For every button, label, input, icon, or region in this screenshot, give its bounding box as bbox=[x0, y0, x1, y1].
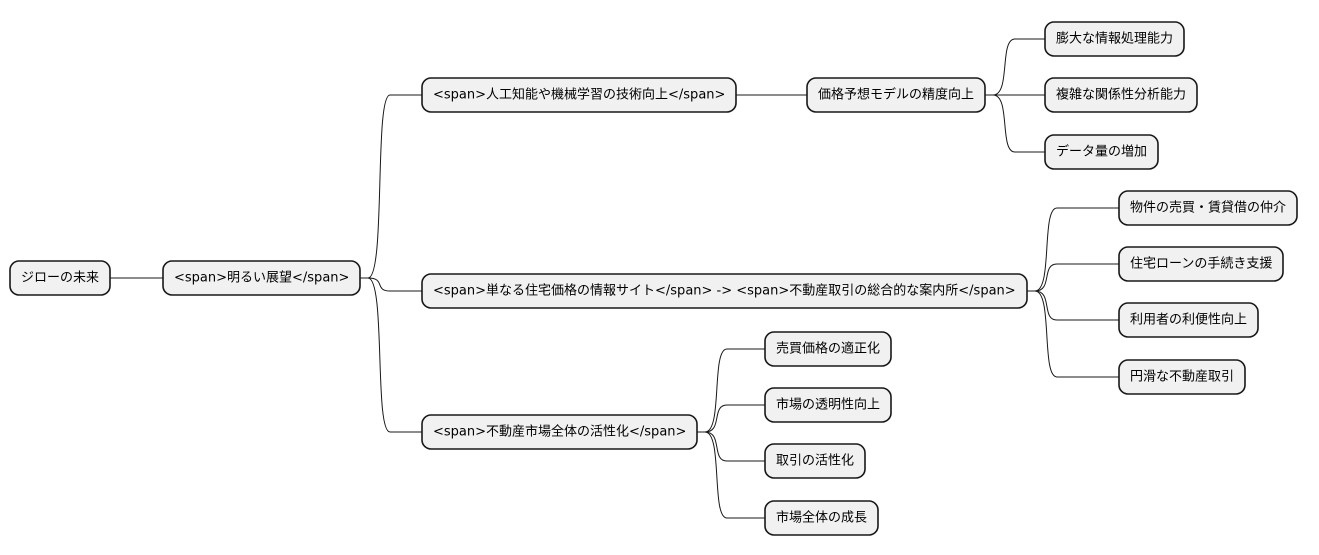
node-box-brokerage bbox=[1118, 190, 1298, 226]
node-label-pricing: 売買価格の適正化 bbox=[776, 341, 880, 357]
node-box-activation bbox=[764, 443, 866, 479]
node-label-data: データ量の増加 bbox=[1056, 144, 1147, 160]
node-box-portal bbox=[421, 273, 1028, 309]
node-box-loan bbox=[1118, 246, 1284, 282]
node-box-smooth bbox=[1118, 359, 1246, 395]
edge-bright-ai bbox=[360, 94, 422, 279]
edge-portal-smooth bbox=[1027, 290, 1119, 378]
node-label-market: <span>不動産市場全体の活性化</span> bbox=[433, 424, 686, 440]
node-growth: 市場全体の成長 bbox=[764, 500, 879, 536]
node-market: <span>不動産市場全体の活性化</span> bbox=[421, 414, 698, 450]
node-label-growth: 市場全体の成長 bbox=[776, 510, 867, 526]
node-loan: 住宅ローンの手続き支援 bbox=[1118, 246, 1284, 282]
node-convenience: 利用者の利便性向上 bbox=[1118, 302, 1259, 338]
node-label-bright: <span>明るい展望</span> bbox=[174, 270, 349, 286]
edge-bright-portal bbox=[360, 277, 422, 292]
edge-market-transparency bbox=[697, 404, 765, 433]
edge-bright-market bbox=[360, 277, 422, 433]
node-activation: 取引の活性化 bbox=[764, 443, 866, 479]
edge-market-activation bbox=[697, 431, 765, 462]
node-ai: <span>人工知能や機械学習の技術向上</span> bbox=[421, 77, 737, 113]
node-portal: <span>単なる住宅価格の情報サイト</span> -> <span>不動産取… bbox=[421, 273, 1028, 309]
node-box-root bbox=[9, 260, 111, 296]
node-label-brokerage: 物件の売買・賃貸借の仲介 bbox=[1130, 200, 1286, 216]
node-root: ジローの未来 bbox=[9, 260, 111, 296]
node-box-pricing bbox=[764, 331, 892, 367]
node-pricing: 売買価格の適正化 bbox=[764, 331, 892, 367]
node-box-growth bbox=[764, 500, 879, 536]
node-label-convenience: 利用者の利便性向上 bbox=[1130, 312, 1247, 328]
node-box-bright bbox=[162, 260, 361, 296]
edge-portal-brokerage bbox=[1027, 207, 1119, 292]
node-box-processing bbox=[1044, 21, 1185, 57]
node-label-ai: <span>人工知能や機械学習の技術向上</span> bbox=[433, 87, 725, 103]
node-label-transparency: 市場の透明性向上 bbox=[776, 397, 880, 413]
node-box-market bbox=[421, 414, 698, 450]
edge-market-pricing bbox=[697, 348, 765, 433]
node-box-accuracy bbox=[806, 77, 986, 113]
node-label-processing: 膨大な情報処理能力 bbox=[1056, 32, 1173, 47]
node-accuracy: 価格予想モデルの精度向上 bbox=[806, 77, 986, 113]
node-label-smooth: 円滑な不動産取引 bbox=[1130, 369, 1234, 385]
node-smooth: 円滑な不動産取引 bbox=[1118, 359, 1246, 395]
node-label-root: ジローの未来 bbox=[21, 271, 99, 286]
node-label-activation: 取引の活性化 bbox=[776, 454, 854, 469]
node-brokerage: 物件の売買・賃貸借の仲介 bbox=[1118, 190, 1298, 226]
node-label-accuracy: 価格予想モデルの精度向上 bbox=[818, 87, 974, 103]
node-processing: 膨大な情報処理能力 bbox=[1044, 21, 1185, 57]
node-bright: <span>明るい展望</span> bbox=[162, 260, 361, 296]
node-label-loan: 住宅ローンの手続き支援 bbox=[1130, 257, 1272, 272]
node-box-convenience bbox=[1118, 302, 1259, 338]
node-label-portal: <span>単なる住宅価格の情報サイト</span> -> <span>不動産取… bbox=[433, 283, 1016, 299]
edge-accuracy-data bbox=[985, 94, 1045, 153]
node-box-analysis bbox=[1044, 77, 1198, 113]
edge-market-growth bbox=[697, 431, 765, 519]
nodes-layer: ジローの未来 <span>明るい展望</span> <span>人工知能や機械学習の… bbox=[9, 21, 1298, 536]
edges-layer bbox=[110, 38, 1119, 519]
node-data: データ量の増加 bbox=[1044, 134, 1159, 170]
node-analysis: 複雑な関係性分析能力 bbox=[1044, 77, 1198, 113]
node-box-ai bbox=[421, 77, 737, 113]
node-box-data bbox=[1044, 134, 1159, 170]
node-box-transparency bbox=[764, 387, 892, 423]
edge-accuracy-processing bbox=[985, 38, 1045, 96]
node-transparency: 市場の透明性向上 bbox=[764, 387, 892, 423]
node-label-analysis: 複雑な関係性分析能力 bbox=[1056, 87, 1186, 103]
